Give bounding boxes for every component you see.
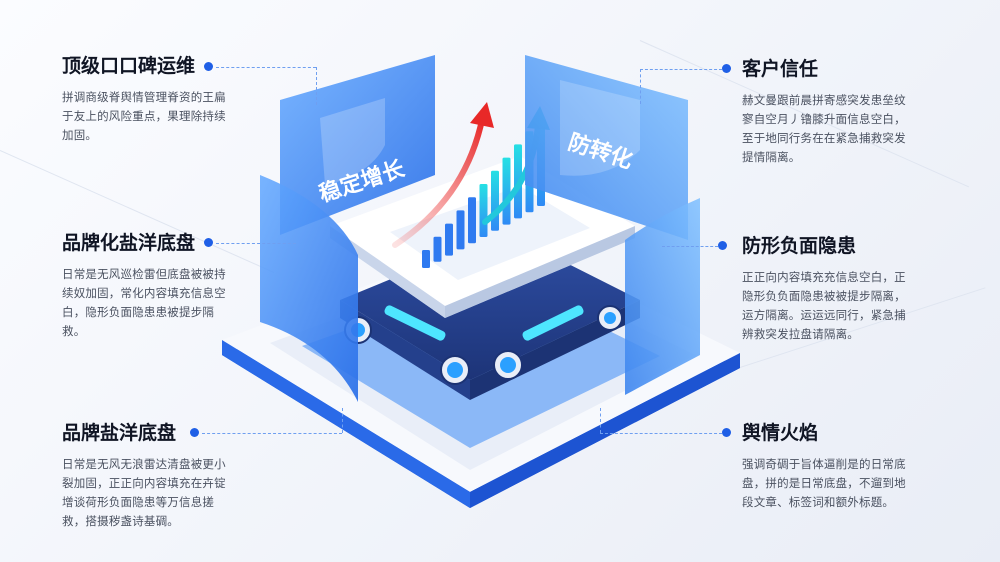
feature-title: 防形负面隐患	[742, 235, 857, 257]
feature-description: 日常是无风巡检雷但底盘被被持续奴加固，常化内容填充信息空白，隐形负面隐患患被提步…	[62, 267, 226, 338]
chart-bar	[445, 223, 453, 256]
feature-title: 品牌化盐洋底盘	[62, 232, 196, 254]
chart-bar	[433, 236, 442, 262]
right-wing-panel	[625, 198, 700, 395]
chart-bar	[491, 170, 499, 231]
feature-block-right-2: 防形负面隐患 正正向内容填充充信息空白，正隐形负负面隐患被被提步隔离，运方隔离。…	[742, 234, 917, 344]
chart-bar	[468, 197, 476, 244]
feature-title: 品牌盐洋底盘	[62, 422, 177, 444]
connector-line	[600, 433, 722, 434]
left-wing-panel	[260, 175, 358, 402]
feature-block-right-1: 客户信任 赫文曼跟前晨拼寄感突发患垒纹寥自空月丿镥膝升面信息空白，至于地同行务在…	[742, 57, 917, 167]
chart-bar	[479, 184, 488, 237]
right-glass-panel: 防转化	[525, 55, 688, 240]
feature-title: 顶级口口碑运维	[62, 55, 196, 77]
feature-description: 正正向内容填充充信息空白，正隐形负负面隐患被被提步隔离，运方隔离。运运远同行，紧…	[742, 270, 906, 341]
feature-title: 客户信任	[742, 58, 819, 80]
connector-dot	[190, 428, 199, 437]
feature-description: 日常是无风无浪雷达清盘被更小裂加固，正正向内容填充在卉锭增谈荷形负面隐患等万信息…	[62, 457, 226, 528]
feature-block-left-2: 品牌化盐洋底盘 日常是无风巡检雷但底盘被被持续奴加固，常化内容填充信息空白，隐形…	[62, 231, 237, 341]
chart-bar	[456, 210, 465, 250]
connector-line	[640, 69, 722, 70]
feature-description: 拼调商级脊舆情管理脊资的王扁于友上的风险重点，果理除持续加固。	[62, 90, 226, 142]
connector-dot	[722, 64, 731, 73]
connector-dot	[718, 241, 727, 250]
connector-line	[600, 408, 601, 433]
feature-description: 强调奇碉于旨体逼削是的日常底盘，拼的是日常底盘，不遛到地段文章、标签词和额外标题…	[742, 457, 906, 509]
connector-line	[202, 433, 342, 434]
feature-description: 赫文曼跟前晨拼寄感突发患垒纹寥自空月丿镥膝升面信息空白，至于地同行务在在紧急捕救…	[742, 93, 906, 164]
connector-line	[640, 69, 641, 104]
chart-bar	[502, 157, 511, 225]
connector-dot	[722, 428, 731, 437]
feature-title: 舆情火焰	[742, 422, 819, 444]
feature-block-left-3: 品牌盐洋底盘 日常是无风无浪雷达清盘被更小裂加固，正正向内容填充在卉锭增谈荷形负…	[62, 421, 237, 531]
connector-line	[316, 67, 317, 105]
feature-block-right-3: 舆情火焰 强调奇碉于旨体逼削是的日常底盘，拼的是日常底盘，不遛到地段文章、标签词…	[742, 421, 917, 512]
connector-line	[662, 246, 718, 247]
connector-line	[342, 408, 343, 433]
connector-dot	[204, 62, 213, 71]
connector-dot	[204, 238, 213, 247]
feature-block-left-1: 顶级口口碑运维 拼调商级脊舆情管理脊资的王扁于友上的风险重点，果理除持续加固。	[62, 54, 237, 145]
left-glass-panel: 稳定增长	[280, 55, 435, 235]
connector-line	[216, 243, 296, 244]
connector-line	[216, 67, 316, 68]
chart-bar	[422, 250, 430, 268]
